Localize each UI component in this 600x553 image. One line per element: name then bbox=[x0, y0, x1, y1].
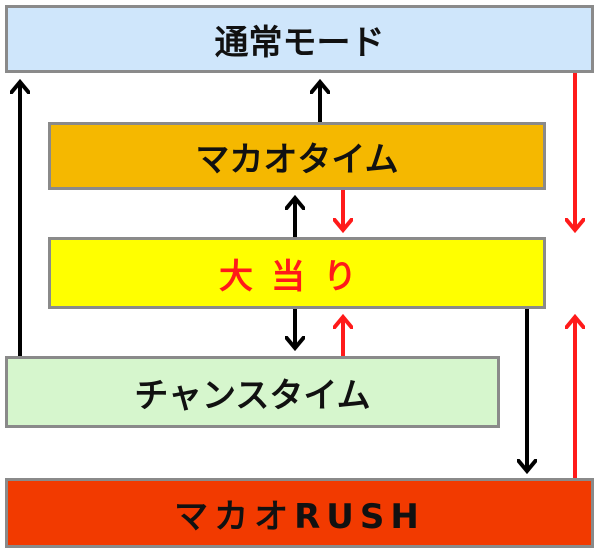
macao-rush-label: マカオRUSH bbox=[174, 496, 425, 537]
normal-mode-label: 通常モード bbox=[214, 22, 385, 63]
macao-time-box: マカオタイム bbox=[48, 122, 546, 190]
big-hit-box: 大当り bbox=[48, 237, 546, 309]
macao-rush-box: マカオRUSH bbox=[5, 478, 594, 548]
chance-time-label: チャンスタイム bbox=[134, 375, 371, 416]
big-hit-label: 大当り bbox=[219, 256, 375, 297]
macao-time-label: マカオタイム bbox=[195, 139, 399, 180]
normal-mode-box: 通常モード bbox=[5, 5, 594, 73]
chance-time-box: チャンスタイム bbox=[5, 356, 500, 428]
